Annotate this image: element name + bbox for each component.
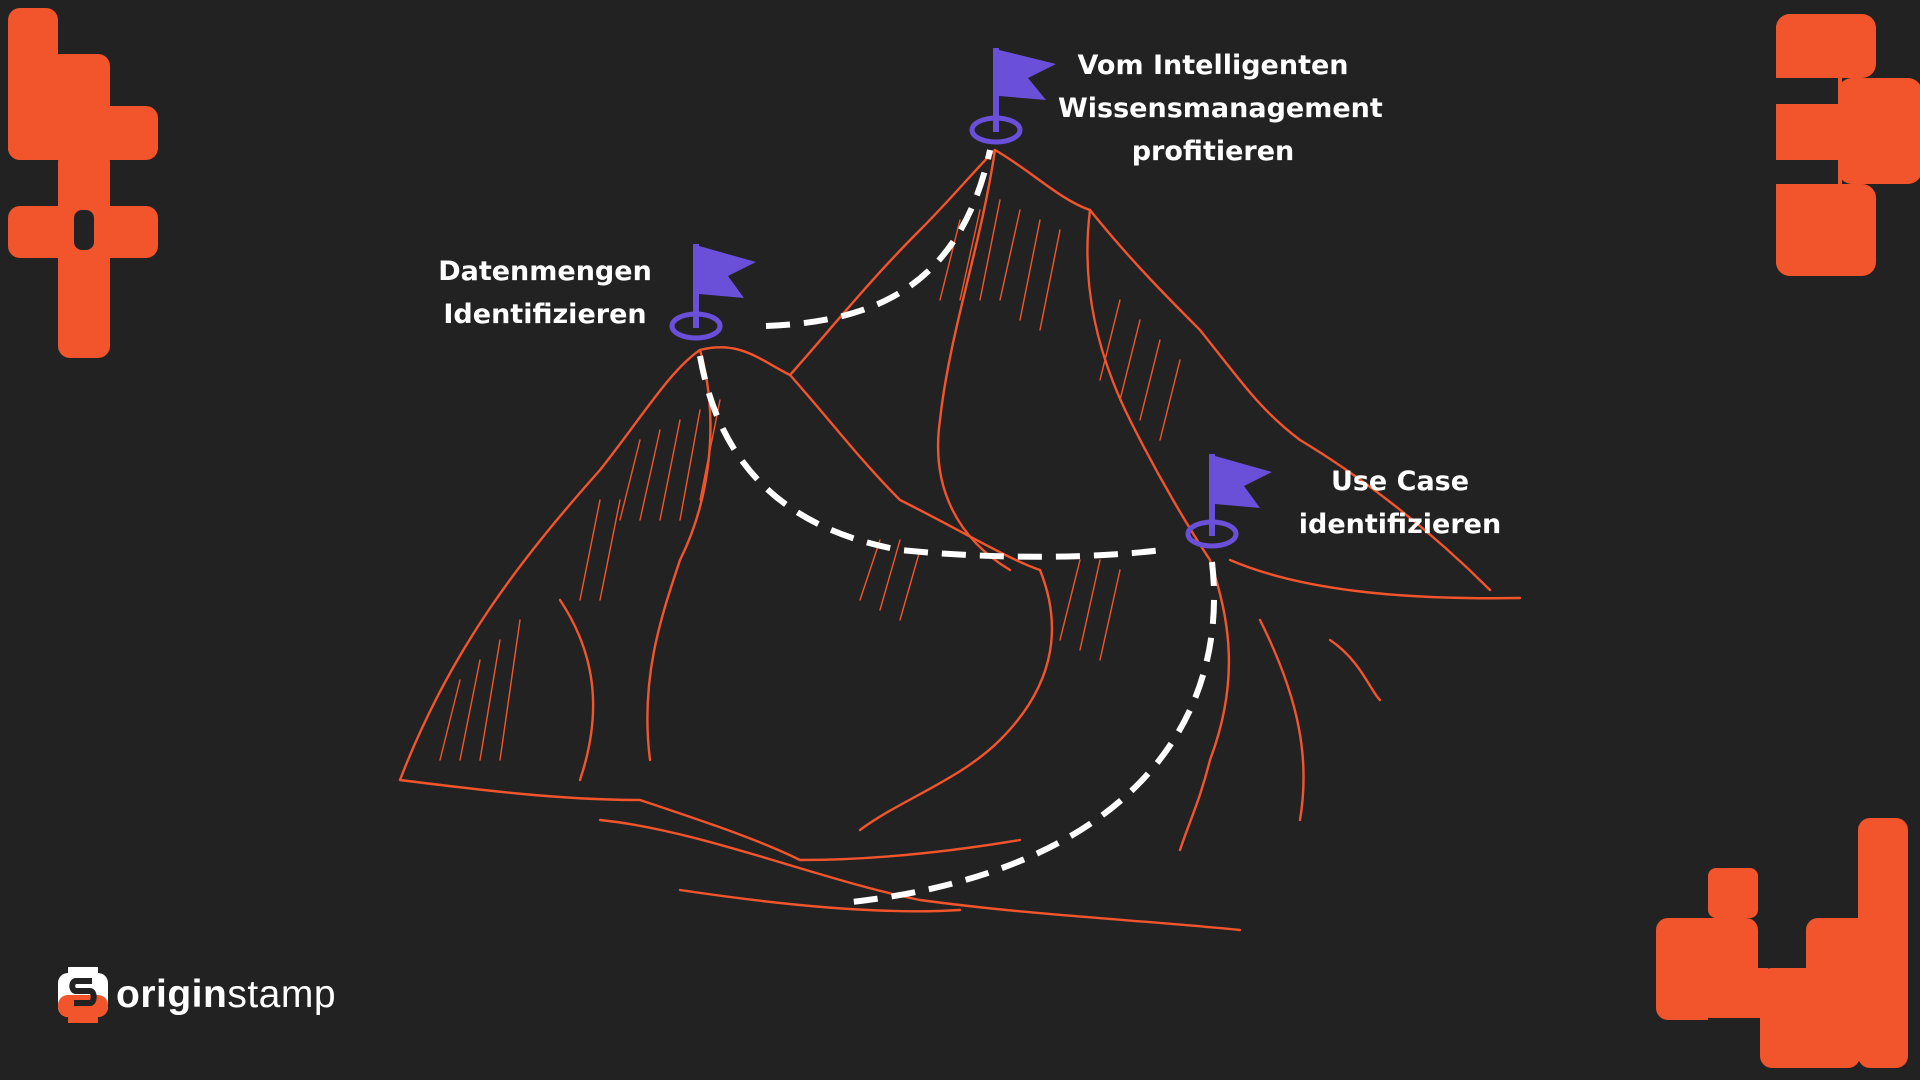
logo-word-light: stamp	[227, 973, 337, 1016]
pixel-shape-top-right	[1776, 14, 1920, 276]
label-line: Vom Intelligenten	[1077, 50, 1349, 81]
route-path	[697, 149, 1218, 905]
milestone-label-right: Use Case identifizieren	[1290, 460, 1510, 546]
flag-icon	[669, 244, 756, 341]
brand-logo: originstamp	[58, 966, 336, 1024]
logo-word-bold: origin	[116, 973, 228, 1016]
milestone-label-summit: Vom Intelligenten Wissensmanagement prof…	[1058, 44, 1383, 173]
label-line: Datenmengen	[438, 256, 652, 287]
milestone-label-left: Datenmengen Identifizieren	[420, 250, 670, 336]
label-line: Identifizieren	[443, 299, 647, 330]
pixel-shape-top-left	[8, 8, 158, 358]
flag-icon	[969, 48, 1056, 145]
flag-icon	[1185, 454, 1272, 549]
label-line: Use Case	[1330, 466, 1470, 497]
logo-wordmark: originstamp	[116, 973, 336, 1017]
pixel-shape-bottom-right	[1656, 818, 1908, 1068]
mountain-illustration	[398, 148, 1522, 932]
label-line: identifizieren	[1298, 509, 1502, 540]
label-line: profitieren	[1131, 136, 1295, 167]
originstamp-s-icon	[58, 967, 108, 1023]
label-line: Wissensmanagement	[1058, 93, 1383, 124]
